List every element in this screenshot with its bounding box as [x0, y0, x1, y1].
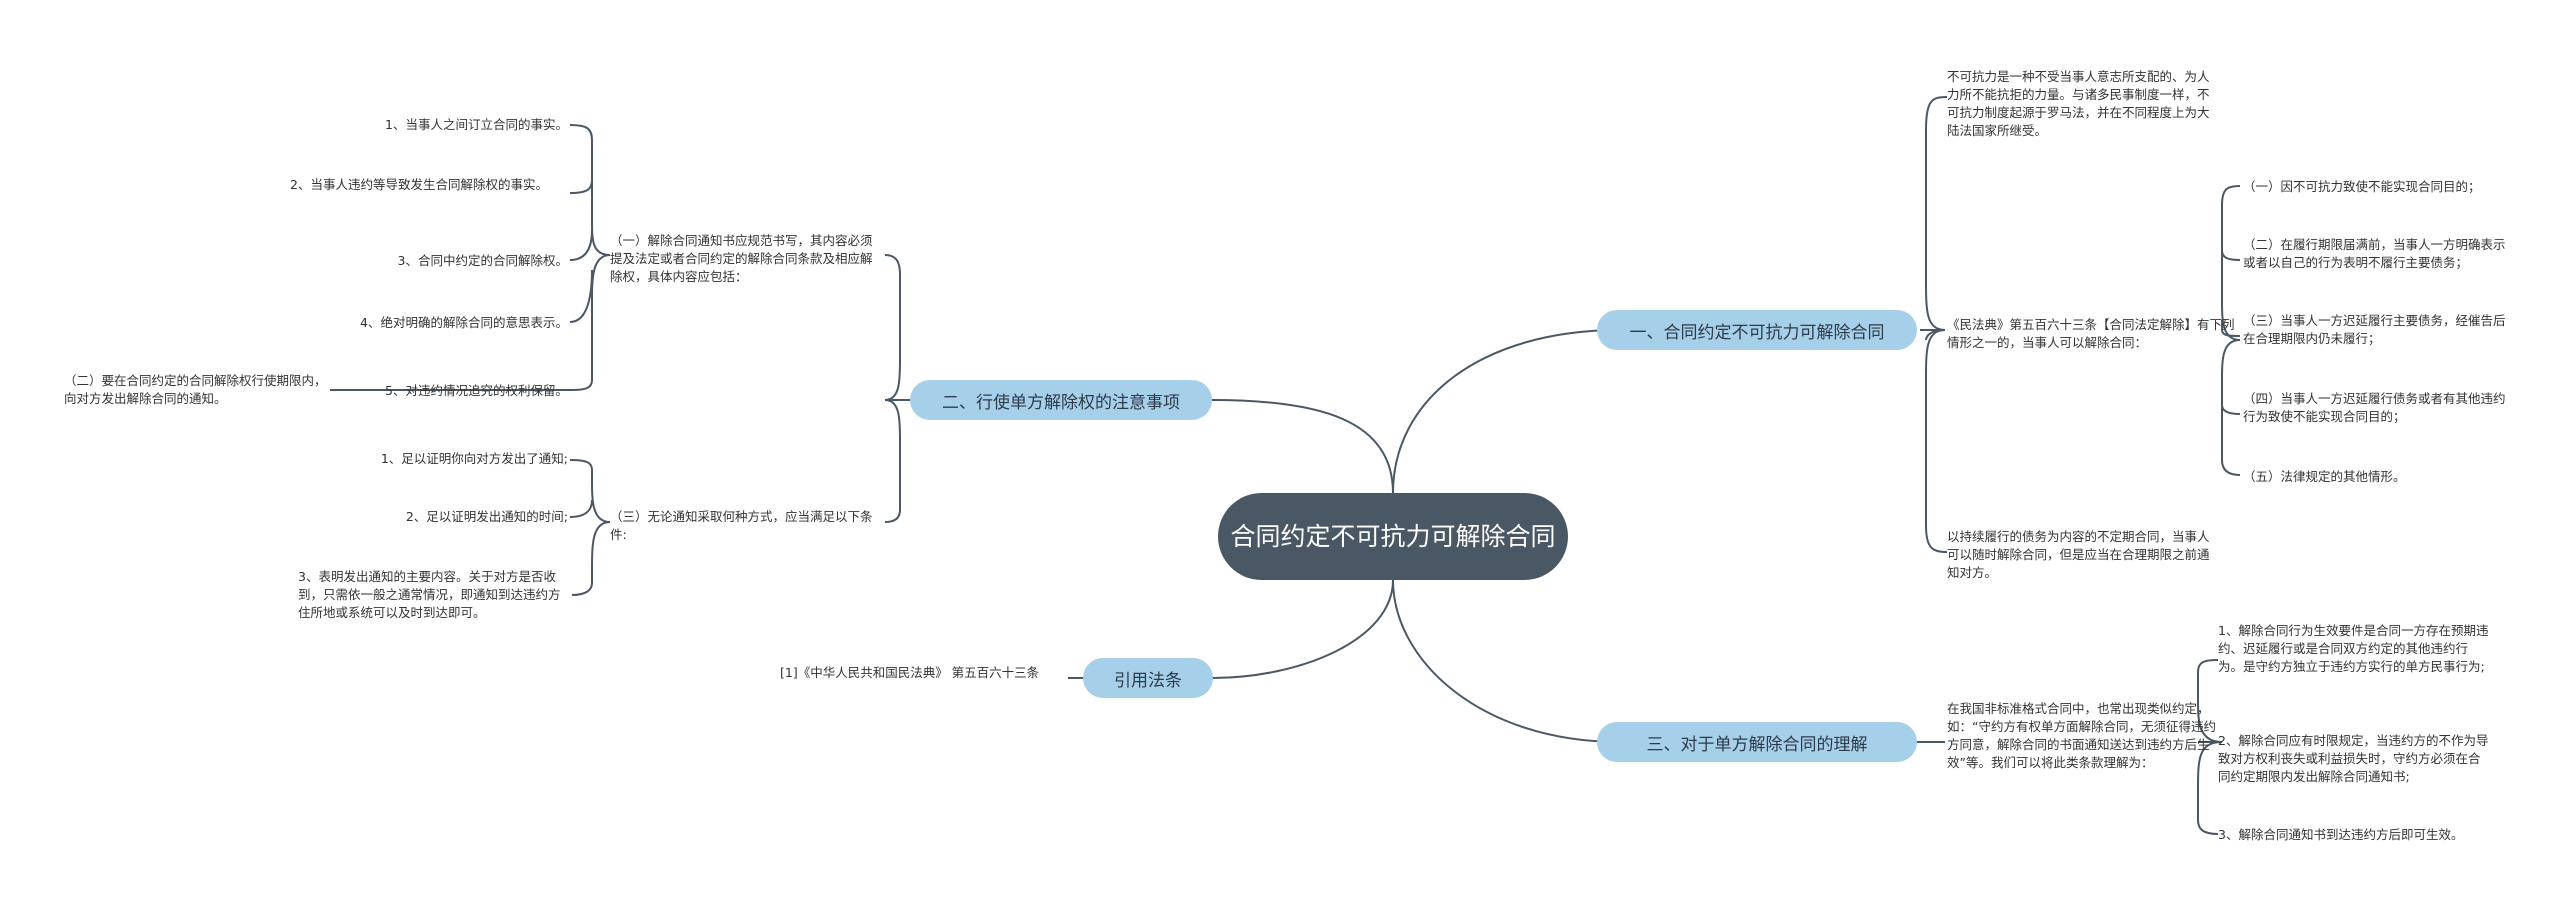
condition-item-3: 3、表明发出通知的主要内容。关于对方是否收到，只需依一般之通常情况，即通知到达违…: [298, 569, 561, 620]
article-item-4: （四）当事人一方迟延履行债务或者有其他违约行为致使不能实现合同目的；: [2243, 391, 2506, 424]
branch-exercise-notes[interactable]: 二、行使单方解除权的注意事项: [910, 380, 1212, 420]
article-item-1: （一）因不可抗力致使不能实现合同目的；: [2243, 179, 2481, 194]
continuing-contract-note: 以持续履行的债务为内容的不定期合同，当事人可以随时解除合同，但是应当在合理期限之…: [1947, 529, 2210, 580]
notice-item-2: 2、当事人违约等导致发生合同解除权的事实。: [290, 177, 548, 192]
branch-force-majeure-label: 一、合同约定不可抗力可解除合同: [1629, 322, 1885, 343]
root-topic[interactable]: 合同约定不可抗力可解除合同: [1218, 493, 1568, 580]
article-item-3: （三）当事人一方迟延履行主要债务，经催告后在合理期限内仍未履行；: [2243, 313, 2506, 346]
condition-item-2: 2、足以证明发出通知的时间;: [405, 509, 568, 524]
notice-content-requirements: （一）解除合同通知书应规范书写，其内容必须提及法定或者合同约定的解除合同条款及相…: [610, 233, 873, 284]
root-topic-label: 合同约定不可抗力可解除合同: [1230, 521, 1556, 551]
understanding-item-1: 1、解除合同行为生效要件是合同一方存在预期违约、迟延履行或是合同双方约定的其他违…: [2218, 623, 2489, 674]
branch-unilateral-termination-label: 三、对于单方解除合同的理解: [1646, 734, 1868, 755]
branch-exercise-notes-label: 二、行使单方解除权的注意事项: [942, 392, 1180, 413]
article-item-2: （二）在履行期限届满前，当事人一方明确表示或者以自己的行为表明不履行主要债务；: [2243, 237, 2506, 270]
termination-deadline-note: （二）要在合同约定的合同解除权行使期限内，向对方发出解除合同的通知。: [64, 373, 327, 406]
branch-unilateral-termination[interactable]: 三、对于单方解除合同的理解: [1597, 722, 1917, 762]
notice-item-5: 5、对违约情况追究的权利保留。: [385, 383, 568, 398]
branch-legal-citation-label: 引用法条: [1114, 670, 1182, 691]
notice-method-conditions: （三）无论通知采取何种方式，应当满足以下条件:: [610, 509, 873, 542]
unilateral-termination-intro: 在我国非标准格式合同中，也常出现类似约定，如：“守约方有权单方面解除合同，无须征…: [1947, 701, 2216, 770]
condition-item-1: 1、足以证明你向对方发出了通知;: [380, 451, 568, 466]
civil-code-article-563: 《民法典》第五百六十三条【合同法定解除】有下列情形之一的，当事人可以解除合同：: [1947, 317, 2235, 350]
citation-civil-code: [1]《中华人民共和国民法典》 第五百六十三条: [780, 665, 1040, 680]
article-item-5: （五）法律规定的其他情形。: [2243, 469, 2406, 484]
force-majeure-definition: 不可抗力是一种不受当事人意志所支配的、为人力所不能抗拒的力量。与诸多民事制度一样…: [1947, 69, 2210, 138]
understanding-item-2: 2、解除合同应有时限规定，当违约方的不作为导致对方权利丧失或利益损失时，守约方必…: [2218, 733, 2489, 784]
notice-item-4: 4、绝对明确的解除合同的意思表示。: [360, 315, 568, 330]
branch-force-majeure[interactable]: 一、合同约定不可抗力可解除合同: [1597, 310, 1917, 350]
branch-legal-citation[interactable]: 引用法条: [1083, 658, 1213, 698]
notice-item-1: 1、当事人之间订立合同的事实。: [385, 117, 568, 132]
understanding-item-3: 3、解除合同通知书到达违约方后即可生效。: [2218, 827, 2464, 842]
notice-item-3: 3、合同中约定的合同解除权。: [397, 253, 568, 268]
